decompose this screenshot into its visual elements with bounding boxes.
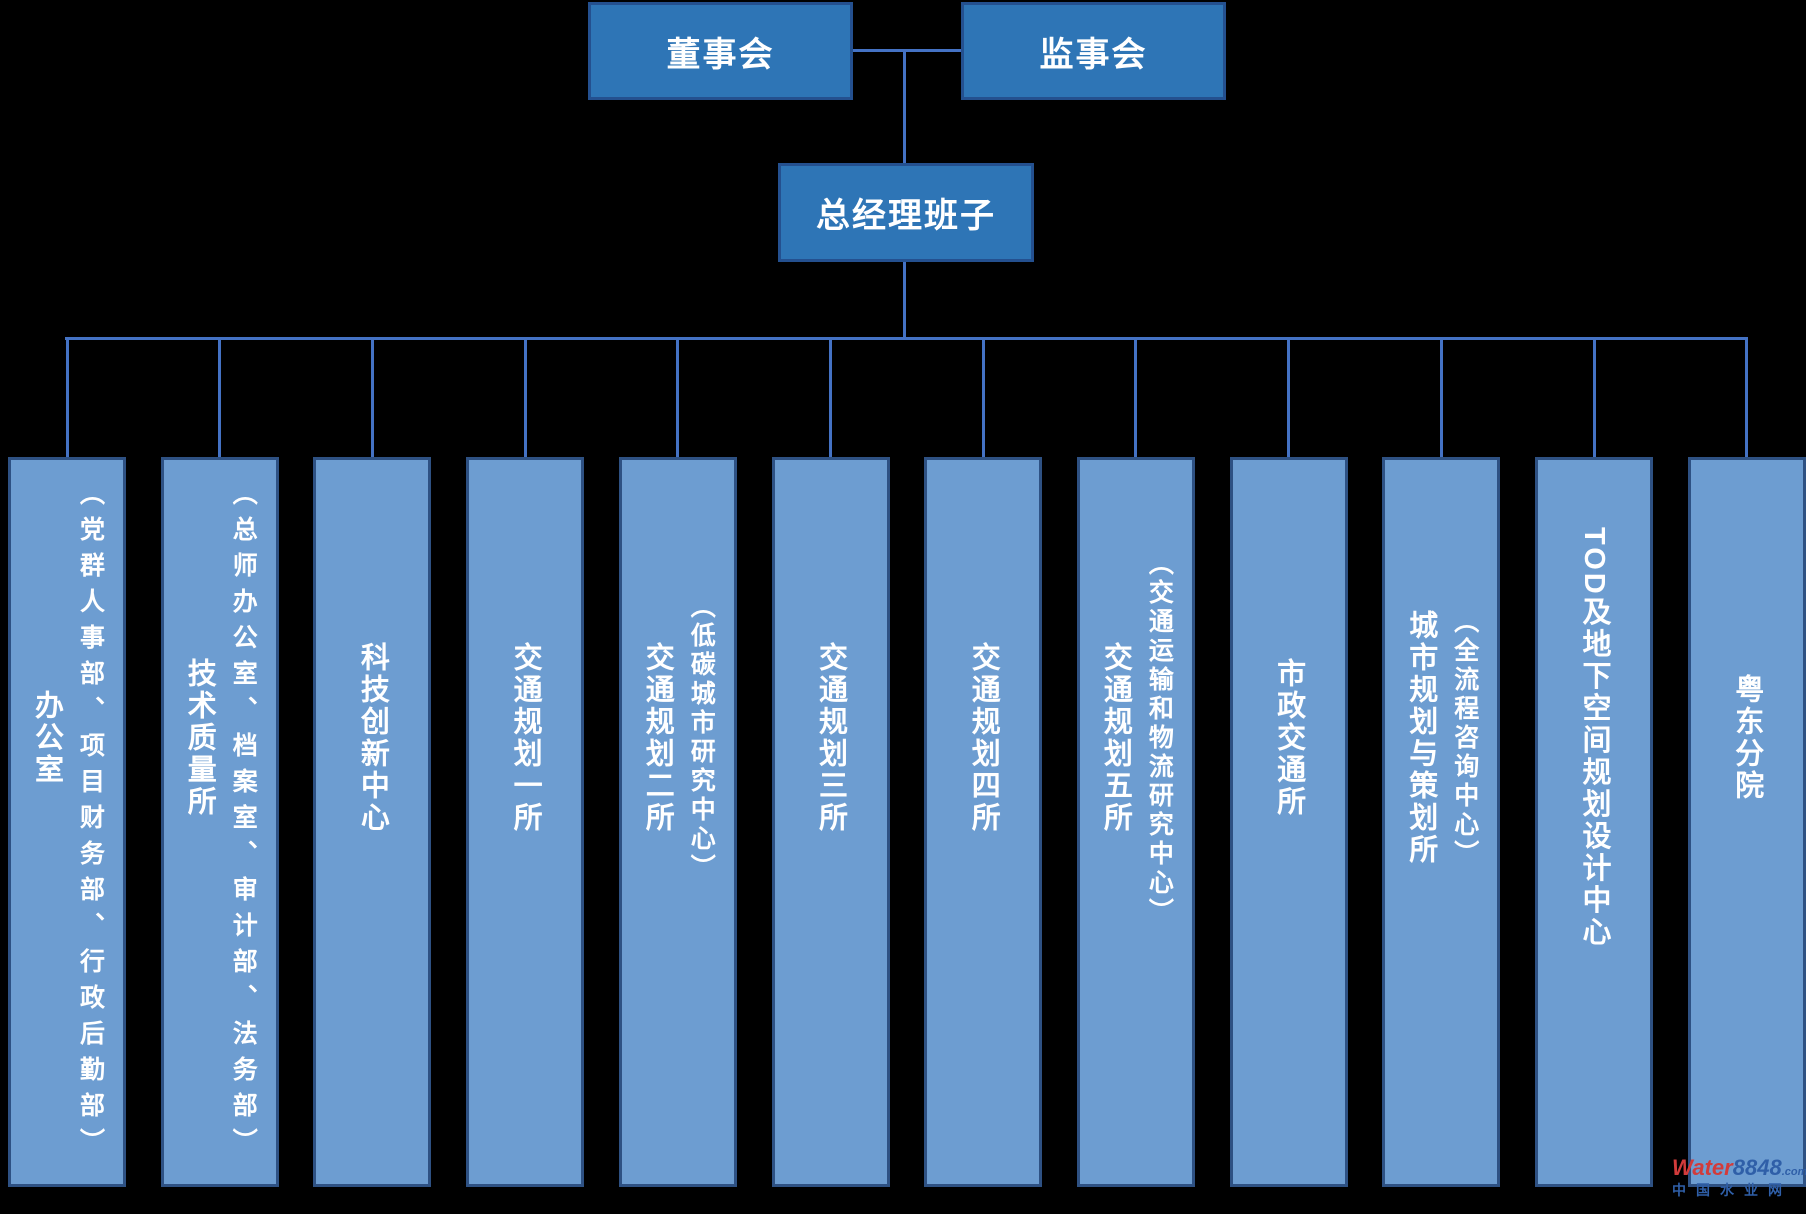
dept-detail: （党群人事部、项目财务部、行政后勤部） [76,480,105,1164]
general-manager-node: 总经理班子 [778,163,1034,262]
dept-text: 办公室 （党群人事部、项目财务部、行政后勤部） [26,480,109,1164]
connector-drop-1 [65,337,69,457]
dept-detail: （总师办公室、档案室、审计部、法务部） [229,480,258,1164]
dept-text: 科技创新中心 [351,642,393,918]
supervisory-board-node: 监事会 [961,2,1226,100]
dept-name: 交通规划三所 [814,642,847,834]
connector-drop-4 [523,337,527,457]
dept-name: 科技创新中心 [356,642,389,834]
connector-drop-10 [1439,337,1443,457]
dept-column-9: 市政交通所 [1229,457,1348,1187]
dept-name: 粤东分院 [1730,674,1763,802]
dept-name: 交通规划四所 [967,642,1000,834]
dept-text: 交通规划一所 [504,642,546,918]
connector-drop-8 [1134,337,1138,457]
connector-gm-to-trunk [903,262,906,337]
connector-drop-6 [829,337,832,457]
dept-column-6: 交通规划三所 [771,457,890,1187]
watermark: Water8848.com 中国水业网 [1672,1155,1806,1199]
dept-text: 技术质量所 （总师办公室、档案室、审计部、法务部） [178,480,261,1164]
watermark-brand-suffix: .com [1781,1166,1806,1178]
dept-text: 城市规划与策划所 （全流程咨询中心） [1400,608,1483,953]
dept-name: TOD及地下空间规划设计中心 [1578,527,1610,949]
board-node: 董事会 [588,2,853,100]
dept-column-5: 交通规划二所 （低碳城市研究中心） [618,457,737,1187]
dept-column-11: TOD及地下空间规划设计中心 [1535,457,1653,1187]
dept-name: 交通规划二所 [641,642,674,834]
connector-board-supervisory [853,49,961,52]
watermark-brand: Water8848.com [1672,1155,1806,1180]
dept-column-2: 技术质量所 （总师办公室、档案室、审计部、法务部） [160,457,279,1187]
dept-column-1: 办公室 （党群人事部、项目财务部、行政后勤部） [8,457,126,1187]
watermark-brand-word: Water [1672,1155,1733,1180]
watermark-brand-number: 8848 [1732,1155,1782,1180]
dept-name: 城市规划与策划所 [1404,610,1437,866]
dept-detail: （全流程咨询中心） [1450,607,1479,869]
board-node-label: 董事会 [666,35,775,74]
dept-text: 交通规划三所 [810,642,852,918]
dept-column-7: 交通规划四所 [924,457,1043,1187]
connector-drop-2 [218,337,222,457]
dept-text: 交通规划二所 （低碳城市研究中心） [636,593,719,967]
dept-name: 市政交通所 [1272,658,1305,818]
dept-column-3: 科技创新中心 [313,457,432,1187]
dept-column-12: 粤东分院 [1687,457,1806,1187]
connector-drop-9 [1287,337,1291,457]
dept-name: 办公室 [30,690,63,786]
connector-drop-12 [1745,337,1749,457]
dept-name: 技术质量所 [183,658,216,818]
dept-detail: （低碳城市研究中心） [687,593,716,883]
dept-text: 市政交通所 [1268,658,1310,902]
connector-top-to-gm [903,49,906,163]
dept-column-8: 交通规划五所 （交通运输和物流研究中心） [1076,457,1195,1187]
connector-drop-5 [676,337,680,457]
dept-text: 交通规划四所 [962,642,1004,918]
dept-column-4: 交通规划一所 [466,457,585,1187]
dept-column-10: 城市规划与策划所 （全流程咨询中心） [1382,457,1501,1187]
dept-detail: （交通运输和物流研究中心） [1145,549,1174,927]
connector-drop-3 [370,337,374,457]
dept-name: 交通规划一所 [509,642,542,834]
watermark-tagline: 中国水业网 [1672,1182,1792,1199]
supervisory-board-node-label: 监事会 [1039,35,1148,74]
dept-text: TOD及地下空间规划设计中心 [1573,527,1615,1033]
dept-text: 交通规划五所 （交通运输和物流研究中心） [1094,550,1177,1011]
connector-trunk [65,337,1747,340]
dept-name: 交通规划五所 [1099,642,1132,834]
connector-drop-11 [1592,337,1596,457]
general-manager-node-label: 总经理班子 [816,197,996,235]
dept-text: 粤东分院 [1726,674,1768,886]
connector-drop-7 [981,337,985,457]
